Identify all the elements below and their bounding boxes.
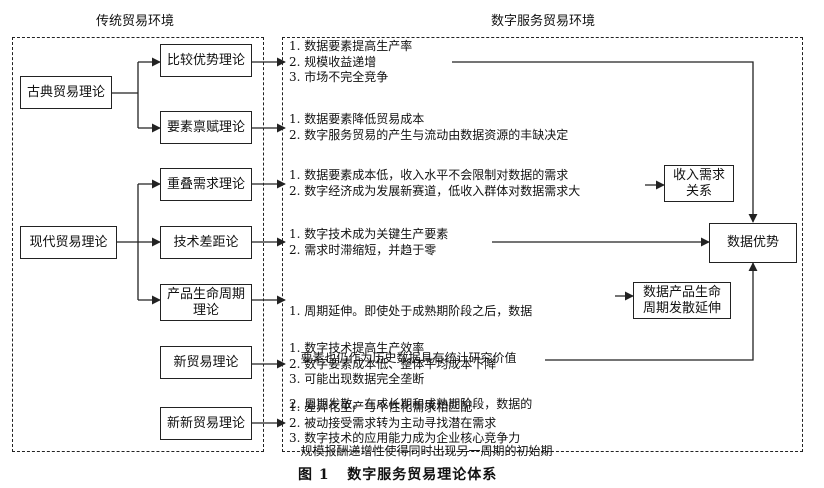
new-new-trade-description: 1. 差异化生产与个性化需求相匹配 2. 被动接受需求转为主动寻找潜在需求 3.… <box>289 400 520 447</box>
description-line: 2. 被动接受需求转为主动寻找潜在需求 <box>289 415 497 430</box>
new-trade-theory-label: 新贸易理论 <box>173 354 239 370</box>
income-demand-box: 收入需求 关系 <box>664 165 734 202</box>
description-line: 2. 数字服务贸易的产生与流动由数据资源的丰缺决定 <box>289 127 569 142</box>
tech-gap-box: 技术差距论 <box>160 226 252 259</box>
description-line: 1. 数据要素降低贸易成本 <box>289 112 425 126</box>
description-line: 3. 数字技术的应用能力成为企业核心竞争力 <box>289 431 521 445</box>
new-new-trade-theory-label: 新新贸易理论 <box>166 415 245 431</box>
left-section-title: 传统贸易环境 <box>96 14 175 29</box>
description-line: 3. 市场不完全竞争 <box>289 70 389 84</box>
overlapping-description: 1. 数据要素成本低，收入水平不会限制对数据的需求 2. 数字经济成为发展新赛道… <box>289 168 580 199</box>
new-trade-theory-box: 新贸易理论 <box>160 346 252 379</box>
description-line: 2. 周期发散。在成长期和成熟期阶段，数据的 <box>289 397 533 411</box>
product-lifecycle-label-2: 理论 <box>192 302 219 318</box>
data-lifecycle-box: 数据产品生命 周期发散延伸 <box>633 282 731 319</box>
overlapping-demand-label: 重叠需求理论 <box>166 176 245 192</box>
description-line: 3. 可能出现数据完全垄断 <box>289 372 425 386</box>
data-lifecycle-label-1: 数据产品生命 <box>642 284 721 300</box>
modern-branch-line <box>117 184 139 300</box>
description-line: 2. 数字要素成本低、整体平均成本下降 <box>289 356 497 371</box>
overlapping-demand-box: 重叠需求理论 <box>160 168 252 201</box>
lifecycle-description: 1. 周期延伸。即使处于成熟期阶段之后，数据 要素也仍作为历史数据具有统计研究价… <box>289 273 552 488</box>
product-lifecycle-box: 产品生命周期 理论 <box>160 284 252 321</box>
classical-branch-line <box>111 62 139 128</box>
modern-trade-theory-box: 现代贸易理论 <box>20 226 117 259</box>
tech-gap-label: 技术差距论 <box>173 234 239 250</box>
description-line: 规模报酬递增性使得同时出现另一周期的初始期 <box>289 443 553 458</box>
right-section-title: 数字服务贸易环境 <box>491 14 596 29</box>
description-line: 2. 规模收益递增 <box>289 54 377 69</box>
data-lifecycle-label-2: 周期发散延伸 <box>642 300 721 316</box>
description-line: 要素也仍作为历史数据具有统计研究价值 <box>289 350 517 365</box>
classical-trade-theory-box: 古典贸易理论 <box>20 76 112 109</box>
figure-caption: 图 1 数字服务贸易理论体系 <box>298 467 498 483</box>
data-advantage-box: 数据优势 <box>709 223 797 263</box>
factor-endowment-label: 要素禀赋理论 <box>166 119 245 135</box>
factor-endowment-box: 要素禀赋理论 <box>160 111 252 144</box>
data-advantage-label: 数据优势 <box>726 235 779 250</box>
comparative-description: 1. 数据要素提高生产率 2. 规模收益递增 3. 市场不完全竞争 <box>289 39 412 86</box>
description-line: 1. 差异化生产与个性化需求相匹配 <box>289 400 473 414</box>
tech-gap-description: 1. 数字技术成为关键生产要素 2. 需求时滞缩短，并趋于零 <box>289 227 448 258</box>
new-new-trade-theory-box: 新新贸易理论 <box>160 407 252 440</box>
product-lifecycle-label-1: 产品生命周期 <box>166 286 245 302</box>
arrow-new-trade-to-advantage <box>545 262 758 361</box>
description-line: 2. 数字经济成为发展新赛道，低收入群体对数据需求大 <box>289 183 581 198</box>
new-trade-description: 1. 数字技术提高生产效率 2. 数字要素成本低、整体平均成本下降 3. 可能出… <box>289 341 496 388</box>
description-line: 1. 周期延伸。即使处于成熟期阶段之后，数据 <box>289 304 533 318</box>
income-demand-label-2: 关系 <box>685 183 712 199</box>
income-demand-label-1: 收入需求 <box>672 167 725 183</box>
description-line: 1. 数字技术成为关键生产要素 <box>289 227 449 241</box>
description-line: 2. 需求时滞缩短，并趋于零 <box>289 242 437 257</box>
traditional-environment-container <box>12 37 264 452</box>
description-line: 1. 数字技术提高生产效率 <box>289 341 425 355</box>
endowment-description: 1. 数据要素降低贸易成本 2. 数字服务贸易的产生与流动由数据资源的丰缺决定 <box>289 112 568 143</box>
comparative-advantage-box: 比较优势理论 <box>160 44 252 77</box>
classical-trade-theory-label: 古典贸易理论 <box>26 84 105 100</box>
description-line: 1. 数据要素成本低，收入水平不会限制对数据的需求 <box>289 168 569 182</box>
arrow-top-to-advantage <box>452 61 758 223</box>
description-line: 1. 数据要素提高生产率 <box>289 39 413 53</box>
comparative-advantage-label: 比较优势理论 <box>166 52 245 68</box>
modern-trade-theory-label: 现代贸易理论 <box>29 234 108 250</box>
